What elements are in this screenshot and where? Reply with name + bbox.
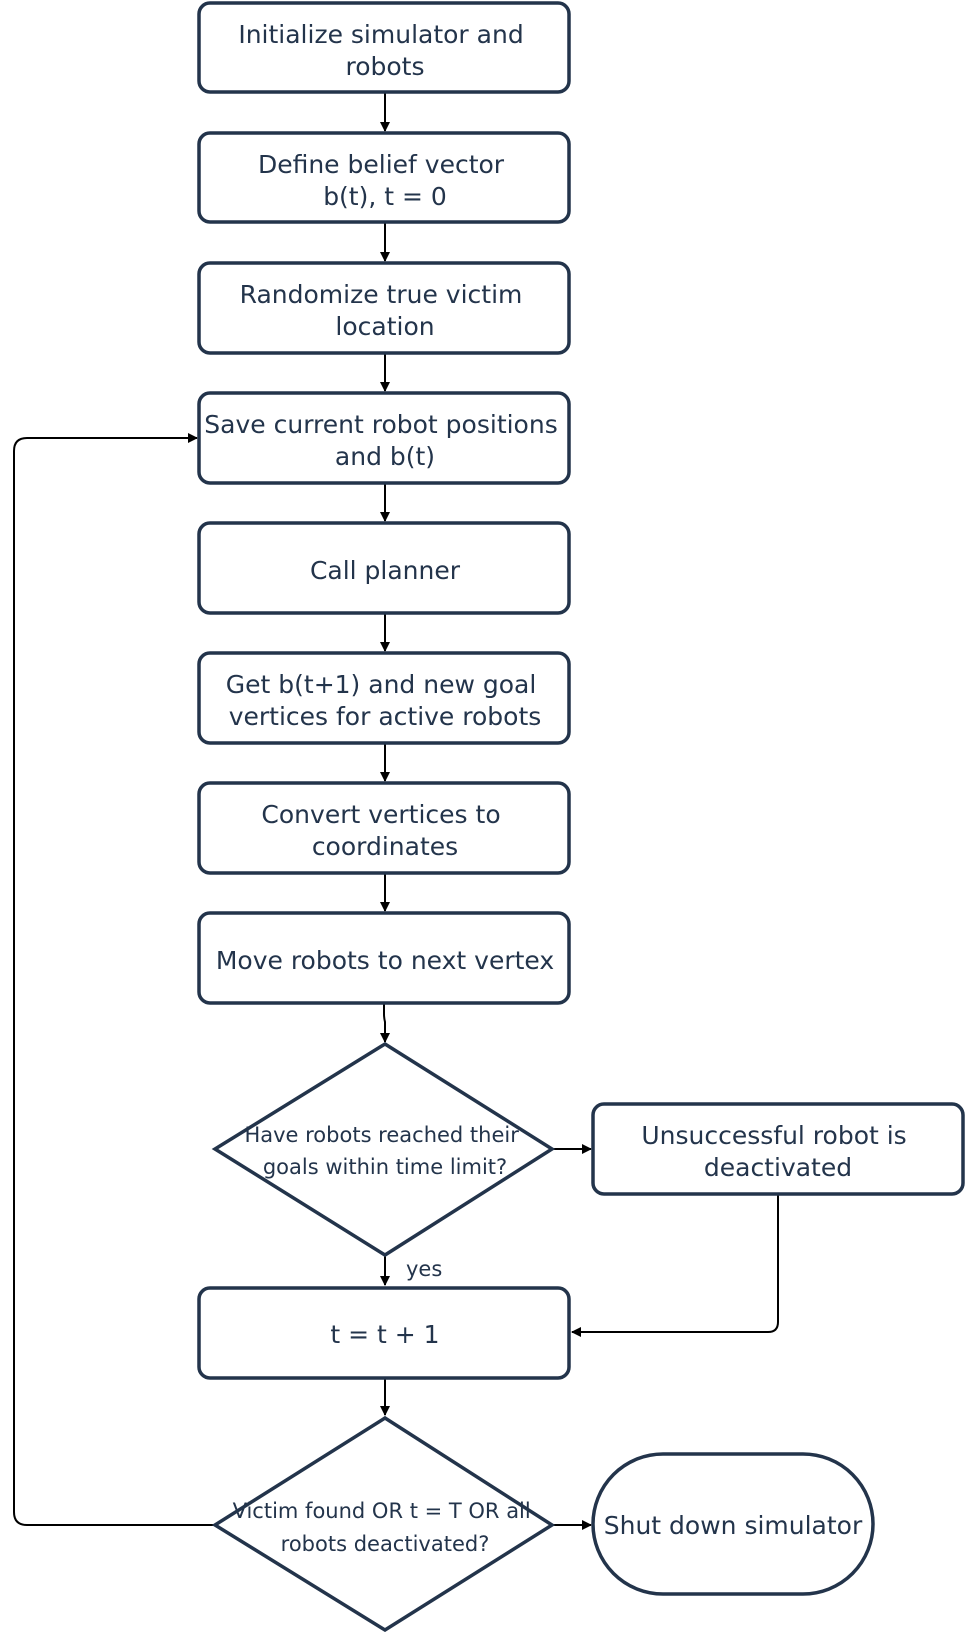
node-reached-label: Have robots reached their goals within t… xyxy=(244,1123,525,1179)
node-save-label: Save current robot positions and b(t) xyxy=(204,410,565,471)
node-increment-label: t = t + 1 xyxy=(330,1320,439,1349)
node-deactivate: Unsuccessful robot is deactivated xyxy=(591,1102,965,1196)
node-save-box xyxy=(197,391,571,485)
node-check-end-label: Victim found OR t = T OR all robots deac… xyxy=(233,1499,538,1556)
node-randomize-box xyxy=(197,261,571,355)
node-shutdown: Shut down simulator xyxy=(591,1452,875,1596)
node-randomize-line-2: location xyxy=(335,312,434,341)
node-convert-line-2: coordinates xyxy=(312,832,458,861)
node-belief-box xyxy=(197,131,571,224)
node-increment-box xyxy=(197,1286,571,1380)
node-randomize: Randomize true victim location xyxy=(197,261,571,355)
node-check-end-decision: Victim found OR t = T OR all robots deac… xyxy=(211,1415,556,1632)
node-move: Move robots to next vertex xyxy=(197,911,571,1005)
node-convert: Convert vertices to coordinates xyxy=(197,781,571,875)
node-reached-diamond xyxy=(211,1041,556,1258)
node-move-box xyxy=(197,911,571,1005)
node-planner-line-1: Call planner xyxy=(310,556,461,585)
node-belief-line-1: Define belief vector xyxy=(258,150,505,179)
node-check-end-line-1: Victim found OR t = T OR all xyxy=(233,1499,531,1523)
node-init-label: Initialize simulator and robots xyxy=(238,20,531,81)
node-init: Initialize simulator and robots xyxy=(197,1,571,94)
node-belief-line-2: b(t), t = 0 xyxy=(323,182,447,211)
node-init-box xyxy=(197,1,571,94)
node-deactivate-label: Unsuccessful robot is deactivated xyxy=(641,1121,914,1182)
node-belief: Define belief vector b(t), t = 0 xyxy=(197,131,571,224)
node-increment-line-1: t = t + 1 xyxy=(330,1320,439,1349)
edge-label-yes: yes xyxy=(406,1257,442,1281)
node-save-line-2: and b(t) xyxy=(335,442,435,471)
node-reached-line-1: Have robots reached their xyxy=(244,1123,519,1147)
node-belief-label: Define belief vector b(t), t = 0 xyxy=(258,150,512,211)
node-save: Save current robot positions and b(t) xyxy=(197,391,571,485)
node-increment: t = t + 1 xyxy=(197,1286,571,1380)
edges xyxy=(13,92,779,1530)
node-deactivate-box xyxy=(591,1102,965,1196)
node-get-goals-box xyxy=(197,651,571,745)
node-planner-label: Call planner xyxy=(310,556,461,585)
node-check-end-diamond xyxy=(211,1415,556,1632)
edge-move-to-reached xyxy=(380,1003,390,1043)
node-shutdown-terminal xyxy=(591,1452,875,1596)
node-planner: Call planner xyxy=(197,521,571,615)
edge-deactivate-to-increment xyxy=(571,1194,779,1337)
node-deactivate-line-2: deactivated xyxy=(704,1153,852,1182)
node-reached-decision: Have robots reached their goals within t… xyxy=(211,1041,556,1258)
node-shutdown-label: Shut down simulator xyxy=(604,1511,863,1540)
node-randomize-line-1: Randomize true victim xyxy=(240,280,523,309)
node-save-line-1: Save current robot positions xyxy=(204,410,557,439)
edge-checkend-loop-to-save xyxy=(13,433,215,1526)
node-get-goals-line-1: Get b(t+1) and new goal xyxy=(226,670,537,699)
node-reached-line-2: goals within time limit? xyxy=(263,1155,507,1179)
node-check-end-line-2: robots deactivated? xyxy=(281,1532,490,1556)
node-init-line-1: Initialize simulator and xyxy=(238,20,523,49)
node-init-line-2: robots xyxy=(345,52,424,81)
node-deactivate-line-1: Unsuccessful robot is xyxy=(641,1121,906,1150)
node-randomize-label: Randomize true victim location xyxy=(240,280,531,341)
node-move-line-1: Move robots to next vertex xyxy=(216,946,554,975)
node-convert-label: Convert vertices to coordinates xyxy=(261,800,508,861)
node-convert-box xyxy=(197,781,571,875)
node-shutdown-line-1: Shut down simulator xyxy=(604,1511,863,1540)
node-get-goals-line-2: vertices for active robots xyxy=(229,702,542,731)
node-get-goals: Get b(t+1) and new goal vertices for act… xyxy=(197,651,571,745)
node-convert-line-1: Convert vertices to xyxy=(261,800,500,829)
node-move-label: Move robots to next vertex xyxy=(216,946,554,975)
node-get-goals-label: Get b(t+1) and new goal vertices for act… xyxy=(226,670,544,731)
node-planner-box xyxy=(197,521,571,615)
